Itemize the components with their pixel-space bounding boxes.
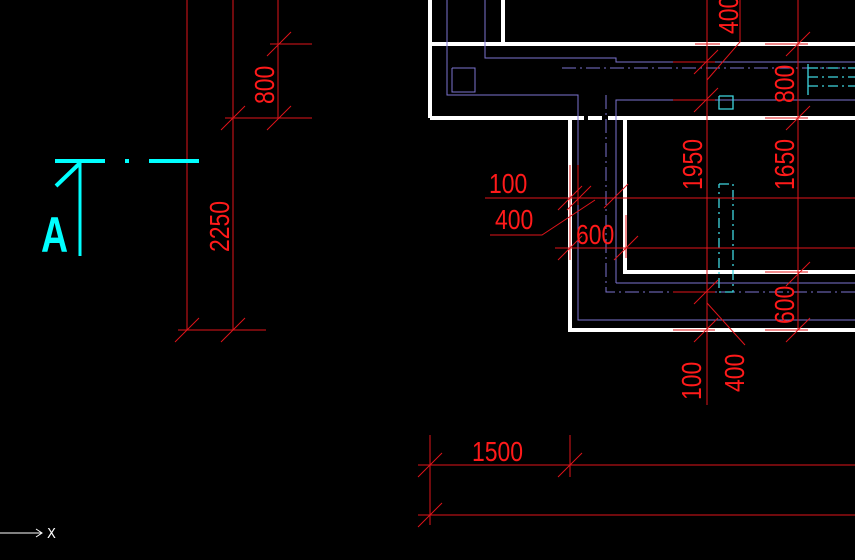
dim-1950: 1950 — [678, 139, 709, 190]
section-label: A — [41, 208, 68, 263]
dim-2250: 2250 — [205, 201, 236, 252]
section-cut-line — [54, 161, 82, 188]
foundation-line — [451, 67, 476, 93]
ucs-axis-icon: X — [0, 527, 56, 542]
dim-400-left: 400 — [495, 205, 533, 236]
dimension-line — [490, 199, 596, 236]
dimension-lines — [174, 0, 855, 528]
dim-1650: 1650 — [770, 139, 801, 190]
foundation-line — [446, 0, 855, 321]
foundation-line — [484, 0, 855, 63]
dim-100-left: 100 — [489, 169, 527, 200]
dim-100-bottom: 100 — [677, 362, 708, 400]
dimension-labels: 800 2250 100 400 600 1950 1650 400 800 6… — [205, 0, 801, 468]
foundation-line — [615, 99, 855, 283]
dim-400-bottom: 400 — [720, 354, 751, 392]
dim-600-right: 600 — [770, 286, 801, 324]
pile-marker — [718, 95, 734, 110]
axis-x-label: X — [47, 527, 56, 542]
dim-800-left: 800 — [250, 66, 281, 104]
wall-line — [623, 120, 855, 274]
section-marker: A — [41, 159, 199, 263]
foundation-line — [605, 95, 855, 293]
dimension-tick — [603, 183, 629, 209]
dim-800-right: 800 — [770, 65, 801, 103]
pile-markers — [718, 64, 855, 293]
dimension-line — [706, 0, 741, 81]
dimension-line — [706, 302, 746, 346]
dim-1500: 1500 — [472, 437, 523, 468]
dim-600-mid: 600 — [576, 220, 614, 251]
pile-marker — [718, 183, 734, 293]
dim-400-top: 400 — [714, 0, 745, 34]
